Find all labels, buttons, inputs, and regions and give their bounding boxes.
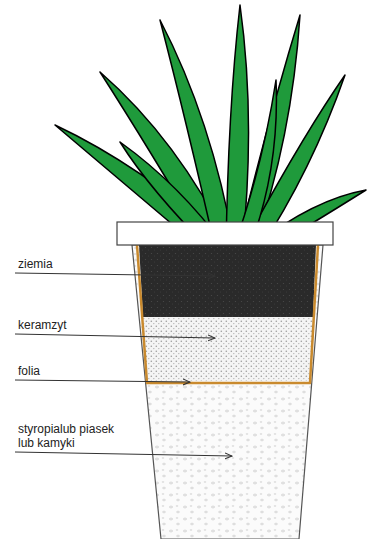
leader-lines <box>15 273 232 456</box>
part-label: keramzyt <box>18 318 128 332</box>
liner-wall <box>310 245 318 383</box>
pot-body <box>132 245 323 539</box>
part-label: ziemia <box>18 257 128 271</box>
plant-leaves <box>55 5 366 252</box>
part-label: folia <box>18 364 128 378</box>
clay-pebble-layer <box>143 317 313 381</box>
soil-layer <box>139 245 316 317</box>
part-label: styropialub piasek lub kamyki <box>18 422 122 450</box>
pot-rim <box>117 222 333 245</box>
liner-wall <box>137 245 147 383</box>
